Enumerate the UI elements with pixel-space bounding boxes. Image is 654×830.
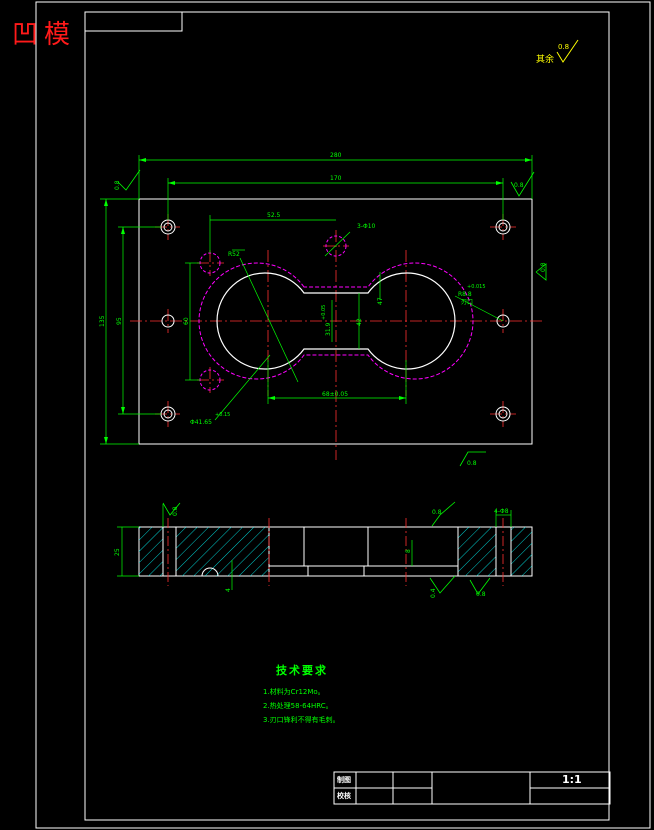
- outer-frame: [35, 1, 651, 829]
- dim-bore-tol: +0.15: [215, 412, 230, 418]
- rough-bottom-value: 0.8: [467, 460, 477, 467]
- dimension-lines: [100, 155, 533, 445]
- dim-slot-tol: +0.05: [321, 305, 327, 320]
- dim-center-v2: 47: [377, 297, 384, 305]
- rough-sec-bot-value: 0.4: [430, 588, 437, 598]
- dim-radius-right: R8.8: [458, 291, 472, 298]
- dim-center-v: 60: [183, 317, 190, 325]
- dim-hole-spacing: 170: [330, 175, 342, 182]
- surface-note-label: 其余: [536, 55, 555, 65]
- dim-height-total: 135: [99, 315, 106, 327]
- dim-height-inner: 95: [116, 317, 123, 325]
- roughness-symbol-rest: [556, 39, 579, 63]
- dim-hole-callout: 3-Φ10: [357, 223, 376, 230]
- title-block-drawn: 制图: [337, 776, 351, 784]
- dim-radius-callout: R52: [228, 251, 240, 258]
- dimension-texts: 280 170 52.5 3-Φ10 R52 47 42 31.9 +0.05 …: [99, 152, 486, 426]
- roughness-rest-value: 0.8: [558, 43, 569, 51]
- title-block-checked: 校核: [337, 792, 351, 800]
- dim-radius-tol: +0.015: [467, 284, 486, 290]
- dim-step-depth: 8: [405, 549, 412, 553]
- tech-item-1: 1.材料为Cr12Mo。: [263, 688, 325, 696]
- cavity-outline: [216, 272, 456, 370]
- dim-thickness: 25: [114, 548, 121, 556]
- rough-sec-bot2-value: 0.8: [476, 591, 486, 598]
- dimension-arrows: [104, 158, 532, 444]
- title-block-scale: 1:1: [562, 773, 582, 786]
- inner-frame: [84, 11, 610, 821]
- dim-cavity-height: 42: [356, 318, 363, 326]
- dim-counter: 4: [225, 588, 232, 592]
- dim-offset-top: 52.5: [267, 212, 281, 219]
- rough-left-value: 0.8: [114, 180, 121, 190]
- dim-pin-holes: 4-Φ8: [494, 508, 509, 515]
- drawing-title: 凹模: [12, 20, 77, 50]
- tech-item-3: 3.刃口锋利不得有毛刺。: [263, 716, 340, 724]
- dim-slot-label: 刃口: [461, 299, 473, 306]
- tech-requirements-title: 技术要求: [276, 664, 328, 677]
- section-view: 25 8 4 4-Φ8 0.8 0.8 0.8 0.4: [114, 501, 533, 598]
- dim-cavity-length: 68±0.05: [322, 391, 348, 398]
- dim-overall-width: 280: [330, 152, 342, 159]
- tech-item-2: 2.热处理58-64HRC。: [263, 702, 333, 710]
- corner-box: [84, 11, 183, 32]
- rough-sec-top-value: 0.8: [432, 509, 442, 516]
- rough-sec-left-value: 0.8: [172, 506, 179, 516]
- cavity-offset-outline: [198, 262, 474, 380]
- rough-right-value: 0.8: [540, 262, 547, 272]
- rough-top-value: 0.8: [514, 182, 524, 189]
- title-block: [333, 771, 611, 805]
- dim-bore-dia: Φ41.65: [190, 419, 212, 426]
- plate-outline: [138, 198, 533, 445]
- roughness-symbols-plan: [117, 169, 547, 467]
- dim-slot-width: 31.9: [325, 322, 332, 336]
